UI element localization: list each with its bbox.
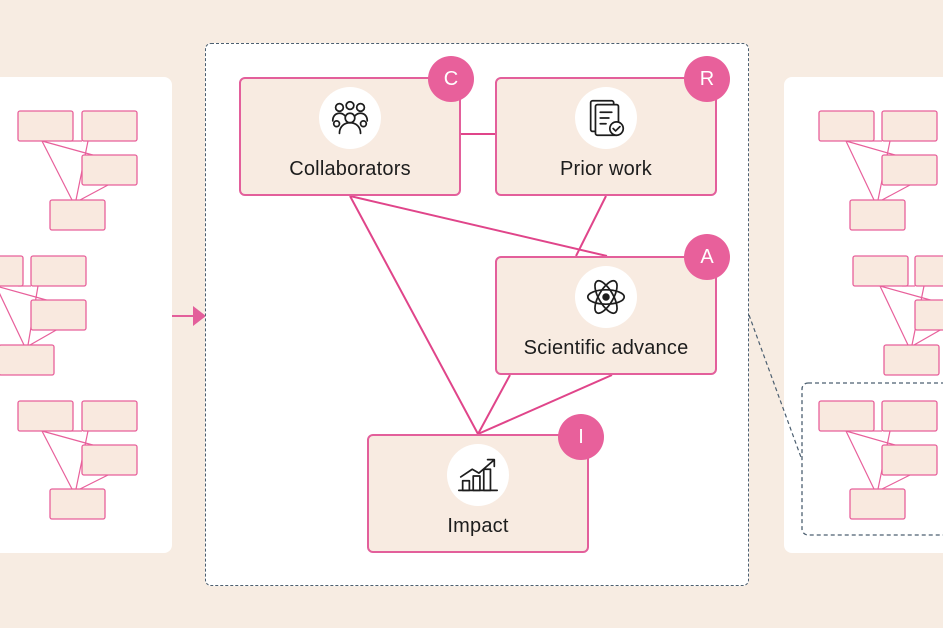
- mini-graph: [818, 110, 938, 231]
- node-label: Scientific advance: [523, 337, 689, 359]
- badge-r: R: [684, 56, 730, 102]
- node-icon-wrap: [575, 266, 637, 328]
- node-collaborators: Collaborators: [239, 77, 461, 196]
- node-icon-wrap: [575, 87, 637, 149]
- node-icon-wrap: [319, 87, 381, 149]
- mini-graph: [17, 400, 138, 520]
- left-mini-graphs: [0, 110, 138, 520]
- node-label: Prior work: [559, 158, 652, 180]
- bar-chart-growth-icon: [457, 458, 499, 492]
- badge-c: C: [428, 56, 474, 102]
- badge-i: I: [558, 414, 604, 460]
- atom-icon: [586, 279, 626, 315]
- document-check-icon: [589, 99, 625, 137]
- mini-graph: [17, 110, 138, 231]
- node-prior-work: Prior work: [495, 77, 717, 196]
- right-graph-collection-panel: [784, 77, 943, 553]
- node-impact: Impact: [367, 434, 589, 553]
- left-graph-collection-panel: [0, 77, 172, 553]
- mini-graph: [0, 255, 87, 376]
- node-scientific-advance: Scientific advance: [495, 256, 717, 375]
- flow-arrow-head-icon: [193, 306, 206, 326]
- node-label: Collaborators: [289, 158, 411, 180]
- node-icon-wrap: [447, 444, 509, 506]
- right-mini-graphs: [801, 110, 943, 536]
- flow-arrow-shaft: [172, 315, 196, 317]
- people-group-icon: [331, 100, 369, 135]
- mini-graph: [818, 400, 938, 520]
- node-label: Impact: [447, 515, 509, 537]
- badge-a: A: [684, 234, 730, 280]
- mini-graph: [852, 255, 943, 376]
